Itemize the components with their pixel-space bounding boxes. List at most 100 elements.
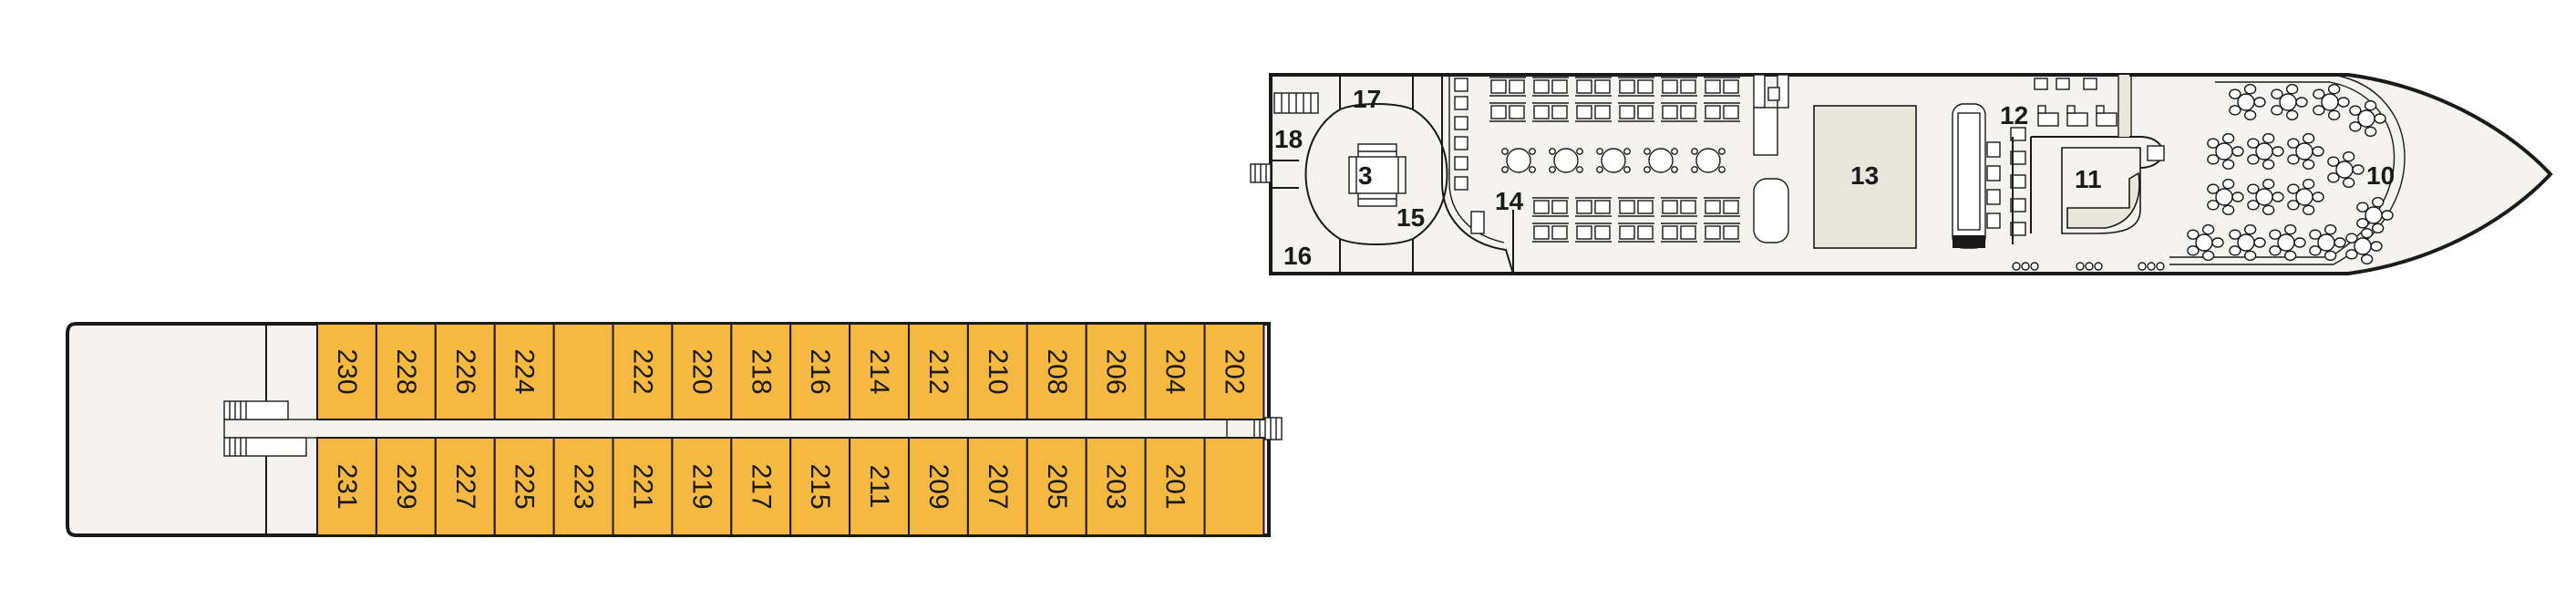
round-table [1506,148,1531,173]
bar [1952,75,2165,249]
table-pair [1576,200,1592,214]
restaurant-round-tables [1501,148,1726,173]
cabin-number-210: 210 [983,348,1013,394]
cabin-217 [730,437,792,536]
table-pair [1680,79,1696,94]
table-pair [1594,105,1611,119]
lobby [1271,75,1448,274]
cabin-225 [493,437,555,536]
table-pair [1490,79,1507,94]
chair [1501,148,1509,155]
table-pair [1637,225,1654,240]
cabin-214 [849,323,910,420]
chair [1549,166,1556,173]
lounge-seat-group [2207,179,2244,215]
table-pair [1533,225,1550,240]
cabin-229 [375,437,437,536]
cabin-204 [1144,323,1206,420]
stool [2147,262,2156,271]
cabin-number-220: 220 [686,348,716,394]
table-pair [1662,225,1678,240]
room-13 [1813,105,1917,249]
cabin-number-225: 225 [510,463,540,509]
chair [1576,148,1583,155]
service-station [1753,74,1789,243]
cabin-221 [612,437,674,536]
table-pair [1619,225,1635,240]
upper-deck: 17 18 3 15 16 14 13 12 11 10 [1250,73,2553,275]
stool [2156,262,2165,271]
table-pair [1551,105,1568,119]
cabin-201 [1144,437,1206,536]
table-pair [1594,79,1611,94]
chair [1549,148,1556,155]
area-label-11: 11 [2075,165,2102,193]
cabin-number-201: 201 [1160,463,1190,509]
lounge-seat-group [2271,84,2308,120]
table-pair [1705,225,1721,240]
cabin-number-224: 224 [510,348,540,394]
chair [1671,166,1678,173]
chair [1501,166,1509,173]
table-pair [1576,225,1592,240]
area-label-16: 16 [1283,242,1312,270]
table-pair [1509,105,1525,119]
cabin-210 [966,323,1028,420]
chair [1529,148,1536,155]
stool [2094,262,2103,271]
table-pair [1619,79,1635,94]
gangway-steps-right [1253,417,1283,440]
cabin-212 [908,323,969,420]
lounge-seat-group [2287,133,2324,170]
table-pair [1637,79,1654,94]
round-table [1695,148,1721,173]
cabin-number-228: 228 [391,348,421,394]
cabin-number-205: 205 [1042,463,1072,509]
chair [1671,148,1678,155]
table-pair [1723,79,1739,94]
cabin-top_row-unnumbered [552,323,614,420]
cabin-number-208: 208 [1042,348,1072,394]
cabin-bottom_row-unnumbered [1203,437,1265,536]
cabin-number-219: 219 [686,463,716,509]
cabin-number-203: 203 [1101,463,1131,509]
chair [1691,148,1698,155]
table-pair [1705,105,1721,119]
table-pair [1509,79,1525,94]
cabin-223 [552,437,614,536]
table-pair [1551,79,1568,94]
lounge-seat-group [2229,84,2266,120]
area-label-14: 14 [1495,187,1524,215]
cabin-206 [1085,323,1147,420]
table-pair [1662,79,1678,94]
table-pair [1533,105,1550,119]
chair [1718,166,1726,173]
cabin-number-207: 207 [983,463,1013,509]
cabin-number-204: 204 [1160,348,1190,394]
chair [1529,166,1536,173]
table-pair [1723,200,1739,214]
stool [2012,262,2021,271]
lounge-seat-group [2287,179,2324,215]
table-pair [1594,225,1611,240]
table-pair [1705,200,1721,214]
area-label-17: 17 [1353,85,1381,113]
stairs-18 [1273,92,1319,114]
cabin-208 [1025,323,1087,420]
lounge-seat-group [2327,151,2365,188]
table-pair [1576,79,1592,94]
corridor [223,400,1228,457]
cabin-224 [493,323,555,420]
table-pair [1576,105,1592,119]
chair [1596,148,1603,155]
cabin-231 [316,437,377,536]
cabin-222 [612,323,674,420]
gangway-steps-left [1250,163,1272,183]
lounge-seat-group [2309,224,2346,261]
cabin-number-221: 221 [627,463,657,509]
stool [2138,262,2147,271]
lounge-10 [2012,74,2406,271]
cabin-number-216: 216 [805,348,835,394]
